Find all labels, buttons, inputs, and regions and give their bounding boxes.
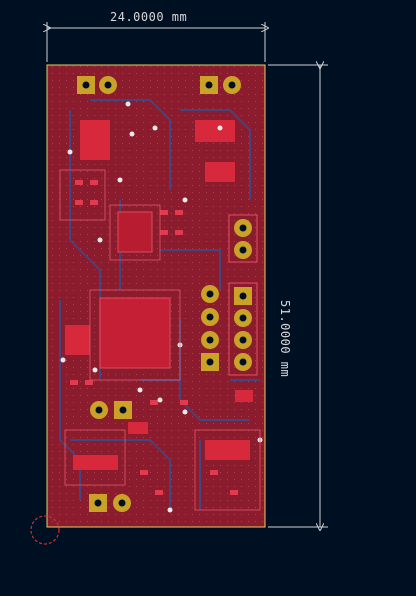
bottom-header: [89, 494, 131, 512]
dimension-horizontal: [47, 22, 265, 62]
middle-header: [90, 401, 132, 419]
height-dimension-label: 51.0000 mm: [278, 300, 292, 378]
width-dimension-label: 24.0000 mm: [110, 10, 188, 24]
dimension-vertical: [268, 65, 328, 527]
top-right-header: [200, 76, 241, 94]
mcu-chip: [99, 297, 171, 369]
origin-marker: [30, 515, 60, 545]
smd-components: [70, 180, 238, 495]
copper-layer: [65, 120, 253, 470]
silkscreen: [59, 169, 261, 511]
right-double-header: [201, 282, 258, 376]
top-left-header: [77, 76, 117, 94]
right-small-header: [228, 214, 258, 263]
vias: [60, 101, 263, 513]
